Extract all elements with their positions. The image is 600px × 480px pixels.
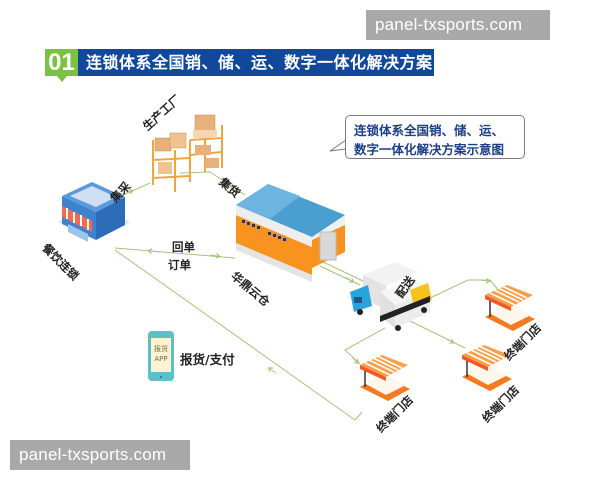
flow-line-store-3 [407,319,466,349]
app-screen-line2: APP [154,355,168,363]
factory-shelves-icon [152,114,223,192]
flow-line-store-1 [429,279,501,299]
store-icon-2 [360,355,410,401]
flow-line-dispatch [319,265,361,286]
flow-line-order [114,247,236,259]
store-icon-3 [462,345,512,391]
watermark-bottom: panel-txsports.com [10,440,190,470]
report-pay-label: 报货/支付 [180,352,235,367]
flow-lines [111,171,501,421]
phone-app-icon [148,331,174,381]
diagram-callout: 连锁体系全国销、储、运、 数字一体化解决方案示意图 [345,115,525,159]
delivery-truck-icon [350,262,432,331]
callout-line-2: 数字一体化解决方案示意图 [354,142,505,157]
section-number-badge: 01 [45,49,78,82]
restaurant-building-icon [58,182,130,242]
flow-line-report [114,249,363,421]
app-screen-label: 报货 APP [151,344,171,364]
watermark-top: panel-txsports.com [366,10,550,40]
callout-line-1: 连锁体系全国销、储、运、 [354,123,505,138]
warehouse-icon [236,184,345,282]
page-title: 连锁体系全国销、储、运、数字一体化解决方案 [78,49,434,76]
app-screen-line1: 报货 [154,345,168,353]
order-flow-label: 订单 [168,258,191,272]
callout-tail [329,139,347,152]
store-icon-1 [485,285,535,331]
receipt-flow-label: 回单 [172,240,195,254]
